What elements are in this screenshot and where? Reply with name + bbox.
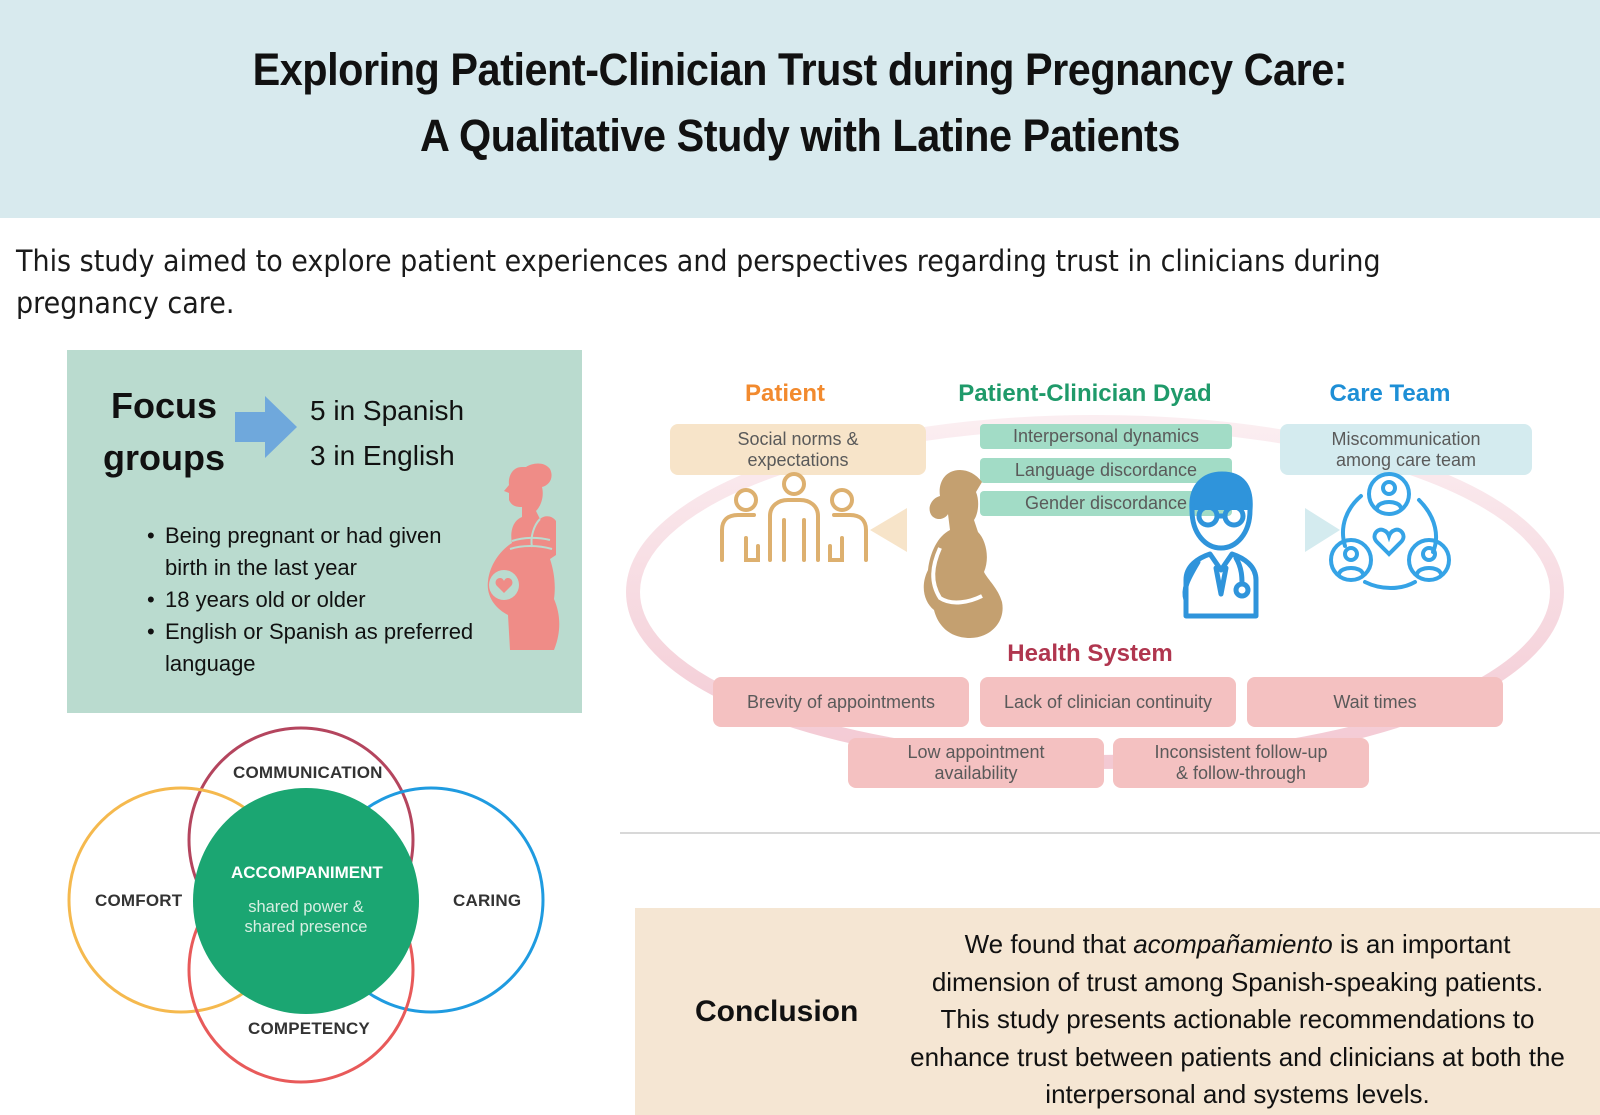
venn-center-subtitle-line-2: shared presence bbox=[244, 918, 368, 936]
tag-lack-of-clinician-continuity: Lack of clinician continuity bbox=[980, 677, 1236, 727]
focus-title-line-2: groups bbox=[103, 437, 225, 478]
conclusion-text: We found that acompañamiento is an impor… bbox=[905, 926, 1570, 1114]
criteria-item: 18 years old or older bbox=[147, 584, 477, 616]
criteria-item: Being pregnant or had given birth in the… bbox=[147, 520, 477, 584]
pregnant-woman-icon bbox=[487, 463, 560, 650]
trust-dimensions-venn: COMMUNICATION COMFORT CARING COMPETENCY … bbox=[55, 725, 565, 1110]
venn-label-caring: CARING bbox=[453, 891, 522, 910]
venn-center-subtitle: shared power & shared presence bbox=[225, 897, 387, 937]
title-banner: Exploring Patient-Clinician Trust during… bbox=[0, 0, 1600, 218]
venn-label-communication: COMMUNICATION bbox=[233, 763, 383, 782]
title-line-2: A Qualitative Study with Latine Patients bbox=[420, 110, 1180, 161]
tag-inconsistent-follow-up: Inconsistent follow-up & follow-through bbox=[1113, 738, 1369, 788]
conclusion-box: Conclusion We found that acompañamiento … bbox=[635, 908, 1600, 1115]
care-team-title: Care Team bbox=[1329, 380, 1451, 407]
tag-social-norms-line-1: Social norms & bbox=[737, 428, 859, 449]
care-team-heart-icon bbox=[1329, 472, 1451, 590]
focus-group-counts: 5 in Spanish 3 in English bbox=[310, 388, 464, 478]
tag-interpersonal-dynamics: Interpersonal dynamics bbox=[980, 424, 1232, 449]
tag-low-availability-line-2: availability bbox=[934, 763, 1018, 783]
left-pointer-icon bbox=[870, 508, 907, 552]
focus-groups-panel: Focus groups 5 in Spanish 3 in English B… bbox=[67, 350, 582, 713]
venn-label-competency: COMPETENCY bbox=[248, 1019, 370, 1038]
tag-language-discordance: Language discordance bbox=[980, 458, 1232, 483]
tag-low-availability-line-1: Low appointment bbox=[907, 742, 1045, 762]
patient-title: Patient bbox=[744, 380, 825, 407]
venn-center-title: ACCOMPANIMENT bbox=[231, 863, 383, 882]
tag-inconsistent-follow-up-line-2: & follow-through bbox=[1175, 763, 1307, 783]
tag-inconsistent-follow-up-line-1: Inconsistent follow-up bbox=[1154, 742, 1328, 762]
tag-wait-times: Wait times bbox=[1247, 677, 1503, 727]
people-group-icon bbox=[720, 472, 868, 562]
conclusion-text-start: We found that bbox=[964, 929, 1134, 959]
conclusion-term-acompanamiento: acompañamiento bbox=[1133, 929, 1333, 959]
pregnant-woman-icon bbox=[923, 470, 1003, 638]
focus-groups-title: Focus groups bbox=[89, 380, 239, 484]
count-english: 3 in English bbox=[310, 440, 455, 471]
health-system-title: Health System bbox=[1007, 640, 1173, 667]
right-arrow-icon bbox=[235, 396, 297, 458]
right-pointer-icon bbox=[1305, 508, 1340, 552]
conclusion-text-end: is an important dimension of trust among… bbox=[910, 929, 1565, 1109]
tag-miscommunication: Miscommunication among care team bbox=[1280, 424, 1532, 475]
tag-low-appointment-availability: Low appointment availability bbox=[848, 738, 1104, 788]
dyad-title: Patient-Clinician Dyad bbox=[958, 380, 1212, 407]
tag-miscommunication-line-2: among care team bbox=[1335, 449, 1477, 470]
conclusion-label: Conclusion bbox=[695, 994, 859, 1028]
eligibility-criteria-list: Being pregnant or had given birth in the… bbox=[147, 520, 477, 680]
section-divider bbox=[620, 832, 1600, 834]
trust-levels-diagram: Patient Patient-Clinician Dyad Care Team… bbox=[615, 370, 1600, 800]
venn-center-subtitle-line-1: shared power & bbox=[248, 898, 364, 916]
tag-brevity-of-appointments: Brevity of appointments bbox=[713, 677, 969, 727]
venn-center-accompaniment bbox=[193, 788, 419, 1014]
tag-miscommunication-line-1: Miscommunication bbox=[1331, 428, 1481, 449]
focus-title-line-1: Focus bbox=[110, 385, 217, 426]
criteria-item: English or Spanish as preferred language bbox=[147, 616, 477, 680]
title-line-1: Exploring Patient-Clinician Trust during… bbox=[252, 44, 1348, 95]
doctor-icon bbox=[1182, 471, 1259, 619]
tag-social-norms-line-2: expectations bbox=[747, 449, 849, 470]
count-spanish: 5 in Spanish bbox=[310, 395, 465, 426]
tag-social-norms: Social norms & expectations bbox=[670, 424, 926, 475]
study-aim-text: This study aimed to explore patient expe… bbox=[16, 244, 1381, 320]
venn-label-comfort: COMFORT bbox=[95, 891, 183, 910]
